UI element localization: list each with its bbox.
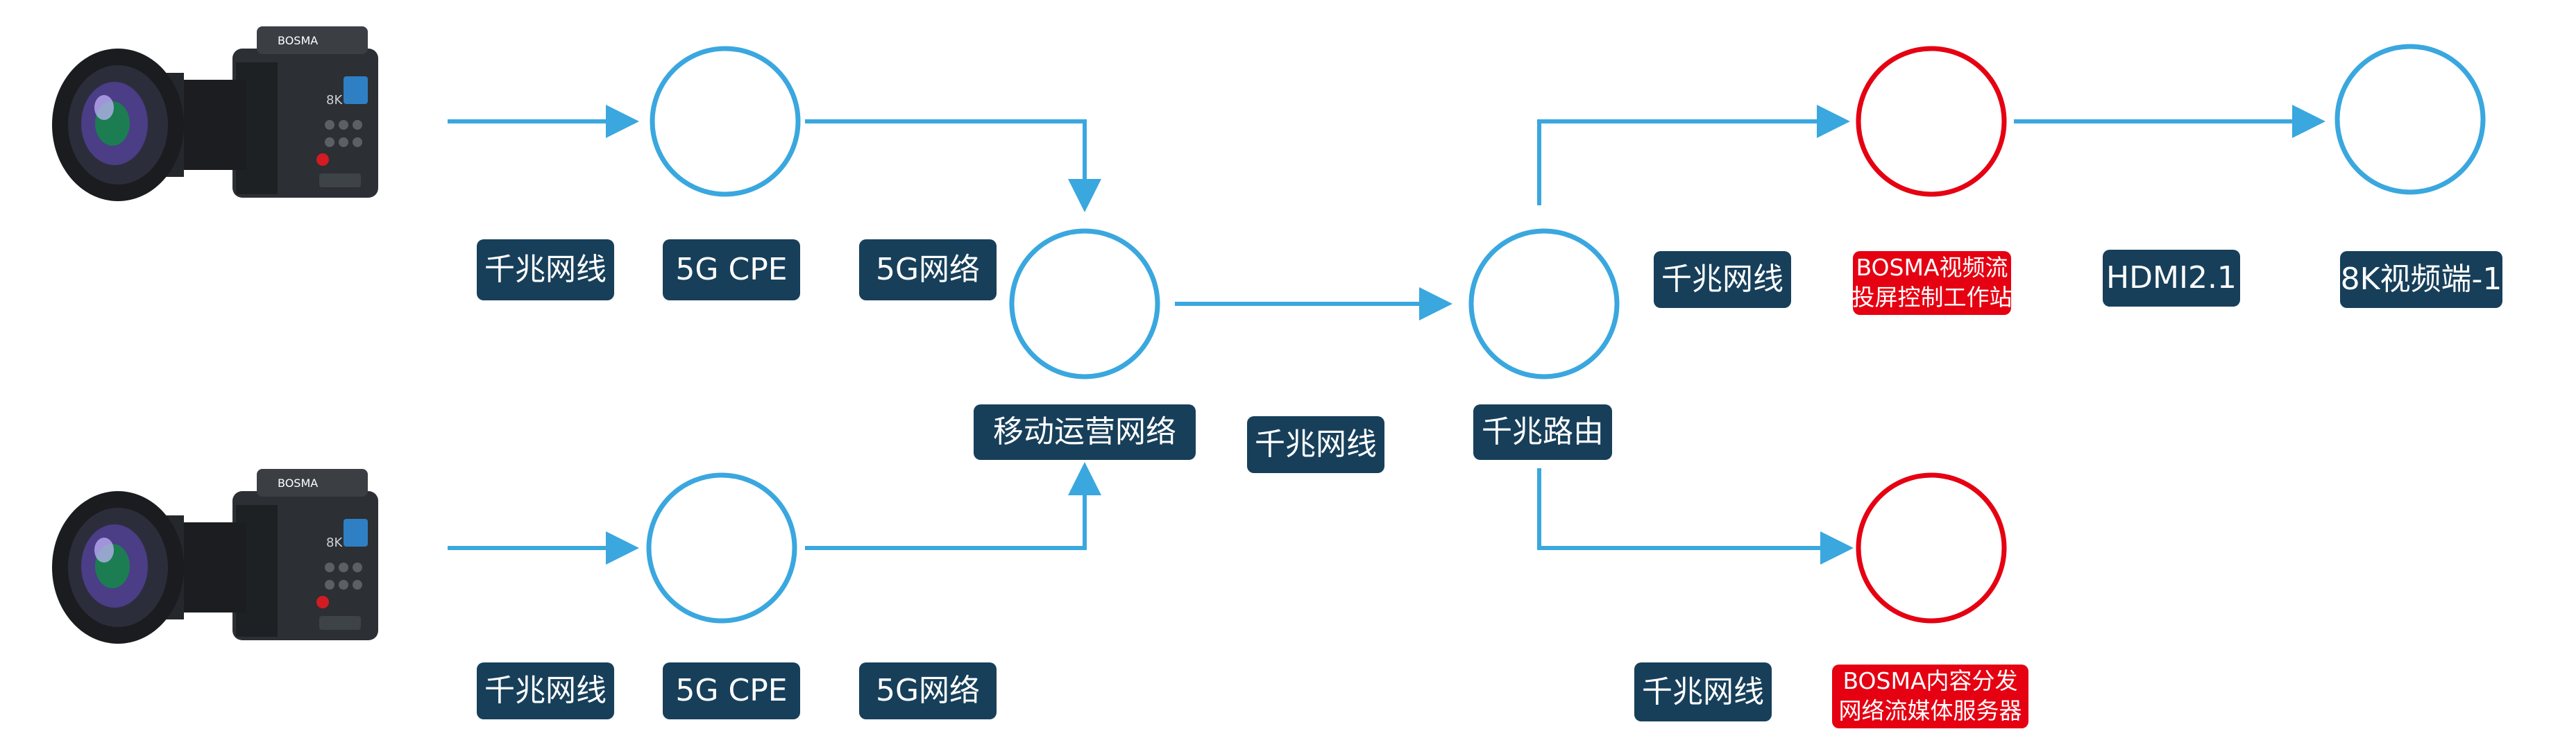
camera-badge: 8K	[326, 536, 343, 550]
label-bottom-cpe: 5G CPE	[663, 662, 800, 719]
arrow-cpe1-to-mobile-network	[805, 119, 1101, 212]
camera-bottom: BOSMA 8K	[49, 463, 396, 658]
arrow-router-to-server	[1537, 468, 1854, 565]
node-router	[1468, 228, 1620, 379]
node-mobile-network	[1009, 228, 1160, 379]
label-server: BOSMA内容分发 网络流媒体服务器	[1832, 665, 2028, 728]
label-hdmi: HDMI2.1	[2103, 250, 2240, 307]
node-cpe-top	[650, 46, 801, 197]
arrow-cpe2-to-mobile-network	[805, 462, 1101, 550]
label-workstation: BOSMA视频流 投屏控制工作站	[1852, 251, 2012, 315]
node-workstation	[1856, 46, 2007, 197]
label-mobile-network: 移动运营网络	[974, 404, 1196, 460]
label-top-cpe: 5G CPE	[663, 239, 800, 300]
label-server-line2: 网络流媒体服务器	[1838, 697, 2022, 724]
node-server	[1856, 472, 2007, 624]
camera-top: BOSMA 8K	[49, 21, 396, 215]
camera-brand: BOSMA	[278, 477, 318, 490]
camera-brand: BOSMA	[278, 34, 318, 47]
label-server-line1: BOSMA内容分发	[1842, 667, 2018, 695]
label-right-bottom-cable: 千兆网线	[1634, 662, 1772, 721]
label-router: 千兆路由	[1473, 404, 1612, 460]
node-display	[2334, 44, 2486, 195]
arrow-router-to-workstation	[1537, 105, 1850, 205]
label-bottom-cable: 千兆网线	[477, 662, 614, 719]
label-top-5g: 5G网络	[859, 239, 997, 300]
label-mid-cable: 千兆网线	[1247, 416, 1384, 473]
label-top-cable: 千兆网线	[477, 239, 614, 300]
label-workstation-line1: BOSMA视频流	[1856, 254, 2008, 282]
node-cpe-bottom	[646, 472, 797, 624]
label-workstation-line2: 投屏控制工作站	[1852, 284, 2012, 311]
camera-badge: 8K	[326, 93, 343, 108]
label-display: 8K视频端-1	[2340, 251, 2502, 308]
label-right-top-cable: 千兆网线	[1654, 251, 1791, 308]
label-bottom-5g: 5G网络	[859, 662, 997, 719]
